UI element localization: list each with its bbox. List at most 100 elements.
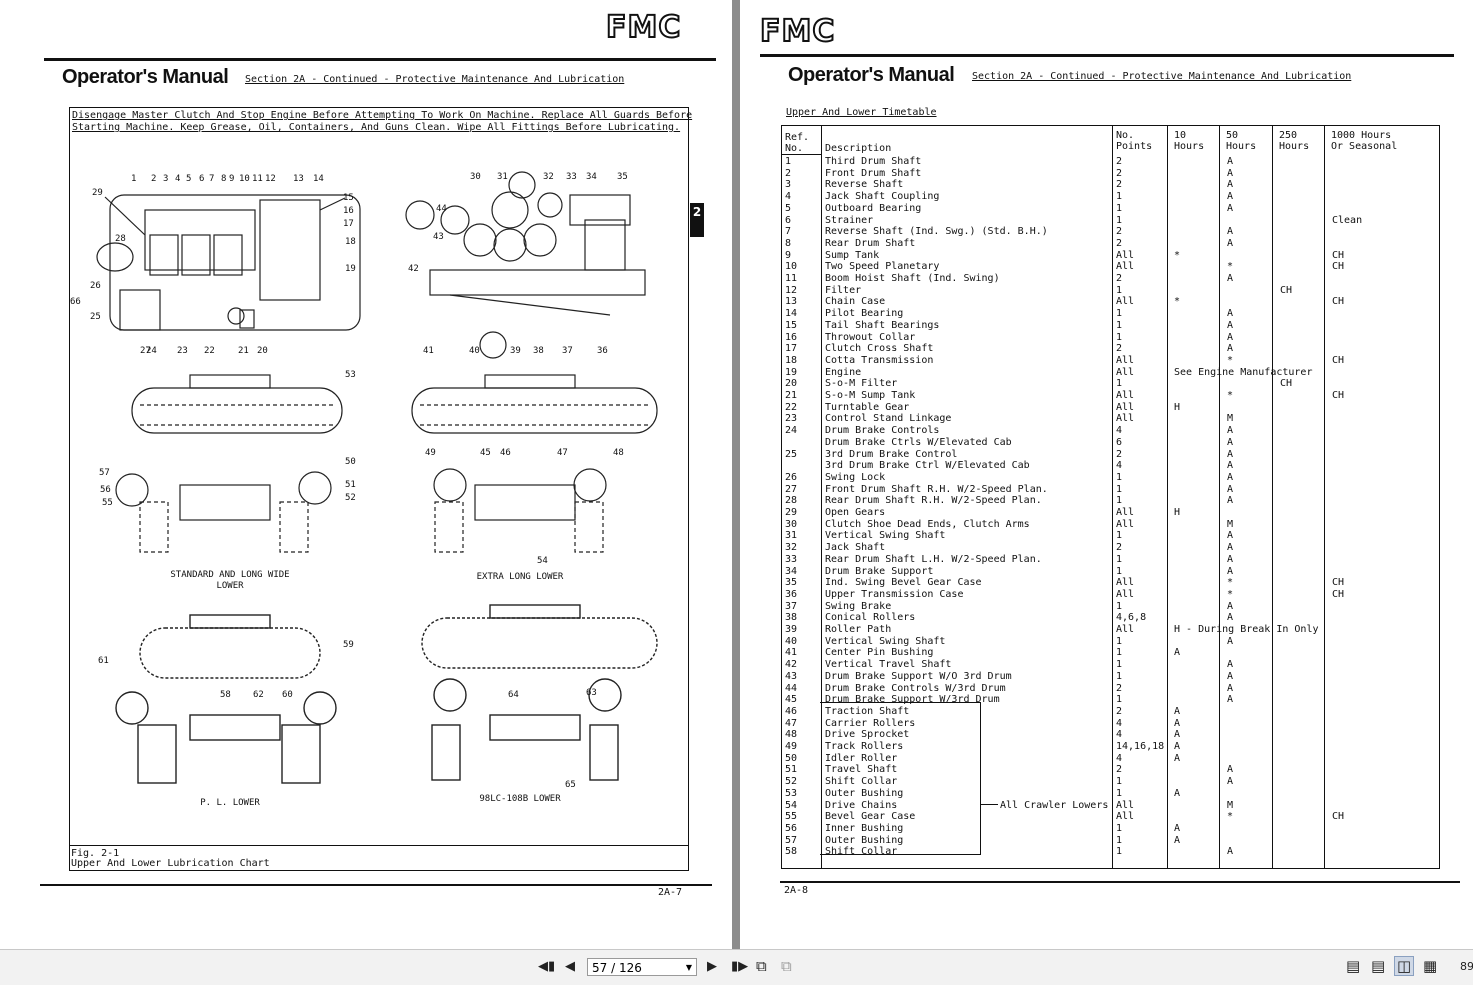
description-cell: Sump Tank: [825, 249, 880, 261]
points-cell: 1: [1116, 565, 1123, 577]
paste-pages-icon[interactable]: ⧉: [781, 957, 792, 975]
points-cell: 1: [1116, 378, 1123, 390]
points-cell: All: [1116, 296, 1135, 308]
hours-1000-cell: CH: [1332, 811, 1345, 823]
hours-50-cell: A: [1227, 179, 1234, 191]
last-page-icon[interactable]: ▮▶: [731, 959, 749, 974]
callout-number: 6: [199, 174, 205, 184]
copy-pages-icon[interactable]: ⧉: [756, 957, 767, 975]
ref-cell: 1: [785, 156, 792, 167]
points-cell: All: [1116, 261, 1135, 273]
points-cell: 1: [1116, 471, 1123, 483]
points-cell: 1: [1116, 214, 1123, 226]
hours-10-cell: A: [1174, 717, 1181, 729]
thumbnails-view-icon[interactable]: ▦: [1423, 957, 1438, 975]
ref-cell: 49: [785, 741, 798, 752]
description-cell: Center Pin Bushing: [825, 647, 934, 659]
description-cell: Chain Case: [825, 296, 886, 308]
ref-cell: 51: [785, 764, 798, 776]
callout-number: 56: [100, 485, 111, 495]
hours-50-cell: M: [1227, 799, 1234, 811]
description-cell: Strainer: [825, 214, 874, 226]
continuous-view-icon[interactable]: ▤: [1371, 957, 1386, 975]
ref-cell: 19: [785, 366, 798, 378]
description-cell: Reverse Shaft: [825, 179, 904, 191]
ref-cell: 16: [785, 331, 798, 343]
callout-number: 30: [470, 172, 481, 182]
single-page-view-icon[interactable]: ▤: [1346, 957, 1361, 975]
description-cell: Tail Shaft Bearings: [825, 319, 940, 331]
ref-cell: 8: [785, 237, 792, 249]
first-page-icon[interactable]: ◀▮: [538, 959, 556, 974]
hours-50-cell: A: [1227, 553, 1234, 565]
callout-number: 14: [313, 174, 324, 184]
ref-cell: 31: [785, 530, 798, 542]
callout-number: 64: [508, 690, 519, 700]
points-cell: All: [1116, 799, 1135, 811]
description-cell: Shift Collar: [825, 846, 898, 858]
ref-cell: 57: [785, 834, 798, 846]
description-cell: Upper Transmission Case: [825, 588, 964, 600]
points-cell: All: [1116, 518, 1135, 530]
callout-number: 41: [423, 346, 434, 356]
hours-50-cell: *: [1227, 588, 1234, 600]
points-cell: 1: [1116, 600, 1123, 612]
description-cell: Drive Chains: [825, 799, 898, 811]
col-header-points: No.Points: [1116, 130, 1153, 152]
points-cell: 2: [1116, 705, 1123, 717]
ref-cell: 24: [785, 425, 798, 437]
callout-number: 46: [500, 448, 511, 458]
points-cell: All: [1116, 390, 1135, 401]
fmc-logo: FMC: [605, 9, 682, 46]
hours-10-cell: H: [1174, 401, 1181, 413]
left-page: FMC Operator's Manual Section 2A - Conti…: [0, 0, 732, 949]
description-cell: Rear Drum Shaft L.H. W/2-Speed Plan.: [825, 553, 1042, 565]
callout-number: 44: [436, 204, 447, 214]
callout-number: 45: [480, 448, 491, 458]
callout-number: 65: [565, 780, 576, 790]
figure-frame: [69, 107, 689, 871]
hours-10-cell: A: [1174, 729, 1181, 741]
two-page-view-icon[interactable]: ◫: [1394, 956, 1415, 976]
description-cell: Drive Sprocket: [825, 729, 910, 741]
ref-cell: 52: [785, 776, 798, 788]
description-cell: Bevel Gear Case: [825, 811, 916, 823]
points-cell: 1: [1116, 822, 1123, 834]
hours-50-cell: M: [1227, 413, 1234, 425]
next-page-icon[interactable]: ▶: [707, 959, 717, 974]
description-cell: Clutch Shoe Dead Ends, Clutch Arms: [825, 518, 1030, 530]
ref-cell: 46: [785, 705, 798, 717]
hours-50-cell: A: [1227, 483, 1234, 495]
ref-cell: 32: [785, 542, 798, 554]
points-cell: 1: [1116, 659, 1123, 671]
description-cell: Drum Brake Controls W/3rd Drum: [825, 682, 1006, 694]
hours-50-cell: A: [1227, 167, 1234, 179]
ref-cell: 40: [785, 635, 798, 647]
hours-1000-cell: Clean: [1332, 214, 1363, 226]
prev-page-icon[interactable]: ◀: [565, 959, 575, 974]
section-heading: Section 2A - Continued - Protective Main…: [245, 74, 625, 85]
hours-50-cell: A: [1227, 670, 1234, 682]
warning-line-1: Disengage Master Clutch And Stop Engine …: [72, 110, 693, 121]
points-cell: 2: [1116, 343, 1123, 355]
page-selector[interactable]: 57 / 126▼: [587, 958, 697, 976]
callout-number: 20: [257, 346, 268, 356]
hours-50-cell: A: [1227, 635, 1234, 647]
points-cell: 1: [1116, 191, 1123, 203]
zoom-level[interactable]: 89: [1460, 960, 1473, 973]
ref-cell: 58: [785, 846, 798, 858]
